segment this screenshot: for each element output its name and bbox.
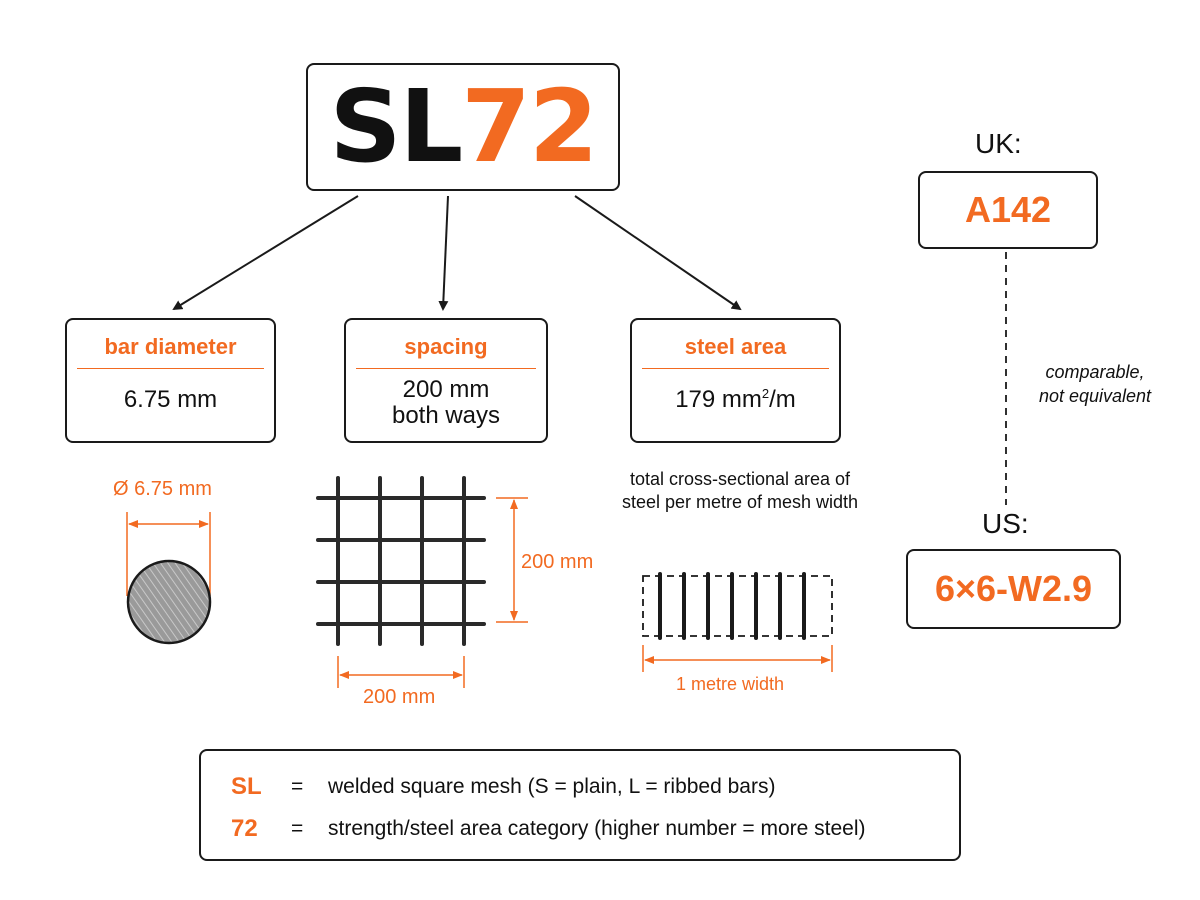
designation-number: 72 (461, 68, 598, 185)
spacing-dimension-lines (337, 497, 528, 688)
arrow-to-spacing (438, 195, 449, 311)
spacing-vertical-annotation: 200 mm (521, 551, 594, 573)
steel-area-value: 179 mm2/m (675, 386, 796, 413)
diameter-annotation: Ø 6.75 mm (113, 478, 212, 500)
bar-diameter-value: 6.75 mm (123, 386, 218, 413)
metre-strip-icon (642, 572, 833, 672)
steel-area-box: steel area 179 mm2/m (630, 318, 841, 443)
spacing-horizontal-annotation: 200 mm (363, 686, 436, 708)
steel-area-title: steel area (642, 334, 829, 369)
legend-code: SL (231, 773, 262, 800)
bar-diameter-title: bar diameter (77, 334, 264, 369)
legend-equals: = (291, 817, 304, 840)
bar-cross-section-icon (126, 512, 212, 645)
comparison-note: comparable, not equivalent (1038, 362, 1152, 407)
spacing-value-line2: both ways (391, 402, 501, 430)
uk-equivalent-box: A142 (918, 171, 1098, 249)
mesh-grid-icon (316, 476, 486, 646)
spacing-box: spacing 200 mm both ways (344, 318, 548, 443)
legend-equals: = (291, 775, 304, 798)
spacing-value-line1: 200 mm (402, 376, 490, 403)
designation-prefix: SL (329, 68, 464, 185)
us-equivalent-box: 6×6-W2.9 (906, 549, 1121, 629)
arrow-to-bar-diameter (172, 195, 359, 311)
us-label: US: (982, 508, 1029, 539)
width-annotation: 1 metre width (676, 674, 785, 694)
spacing-value: 200 mm both ways (346, 376, 546, 430)
steel-area-description: total cross-sectional area of steel per … (621, 469, 859, 513)
legend-box: SL = welded square mesh (S = plain, L = … (199, 749, 961, 861)
legend-text: strength/steel area category (higher num… (328, 817, 866, 840)
legend-text: welded square mesh (S = plain, L = ribbe… (328, 775, 776, 798)
arrow-to-steel-area (574, 195, 742, 311)
legend-code: 72 (231, 815, 258, 842)
bar-diameter-box: bar diameter 6.75 mm (65, 318, 276, 443)
uk-label: UK: (975, 128, 1022, 159)
spacing-title: spacing (356, 334, 536, 369)
